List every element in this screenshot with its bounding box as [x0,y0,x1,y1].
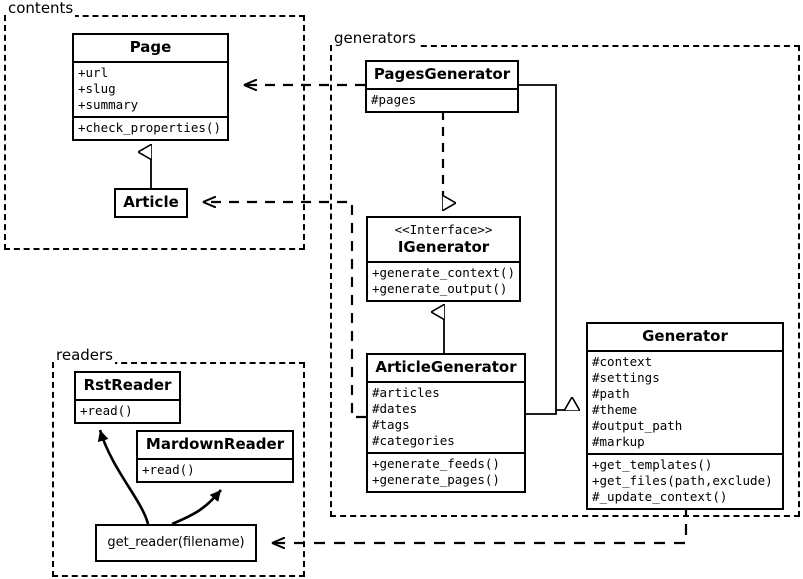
class-generator-attributes: #context #settings #path #theme #output_… [588,350,782,453]
attribute-row: #dates [372,401,418,416]
attribute-row: #path [592,386,630,401]
function-get-reader-label: get_reader(filename) [107,535,245,550]
attribute-row: #theme [592,402,638,417]
class-igenerator-title: <<Interface>> IGenerator [368,218,519,261]
function-get-reader[interactable]: get_reader(filename) [95,524,257,562]
class-pages-generator[interactable]: PagesGenerator #pages [365,60,519,113]
method-row: #_update_context() [592,489,728,504]
class-page-methods: +check_properties() [74,116,227,139]
class-pages-generator-title: PagesGenerator [373,65,511,83]
class-article-generator-attributes: #articles #dates #tags #categories [368,381,524,452]
package-readers [52,362,305,577]
class-article-generator-title: ArticleGenerator [375,358,517,376]
method-row: +read() [142,462,195,477]
attribute-row: #pages [371,92,417,107]
method-row: +generate_feeds() [372,456,500,471]
attribute-row: #settings [592,370,660,385]
class-mardown-reader-methods: +read() [138,458,292,481]
class-article[interactable]: Article [114,188,188,218]
package-contents-label: contents [6,0,76,17]
class-generator-title: Generator [642,327,728,345]
class-article-generator-methods: +generate_feeds() +generate_pages() [368,452,524,491]
class-article-generator[interactable]: ArticleGenerator #articles #dates #tags … [366,353,526,493]
method-row: +generate_context() [372,265,515,280]
method-row: +check_properties() [78,120,221,135]
attribute-row: #articles [372,385,440,400]
method-row: +read() [80,403,133,418]
method-row: +generate_output() [372,281,508,296]
attribute-row: #categories [372,433,455,448]
class-generator-methods: +get_templates() +get_files(path,exclude… [588,453,782,508]
package-readers-label: readers [54,346,115,364]
class-page[interactable]: Page +url +slug +summary +check_properti… [72,33,229,141]
class-mardown-reader-title: MardownReader [145,435,285,453]
attribute-row: +slug [78,81,116,96]
class-igenerator[interactable]: <<Interface>> IGenerator +generate_conte… [366,216,521,302]
attribute-row: #tags [372,417,410,432]
class-page-attributes: +url +slug +summary [74,61,227,116]
class-igenerator-stereotype: <<Interface>> [394,222,493,237]
class-igenerator-name: IGenerator [397,238,490,256]
class-mardown-reader[interactable]: MardownReader +read() [136,430,294,483]
attribute-row: #output_path [592,418,683,433]
package-contents [4,15,305,250]
attribute-row: +url [78,65,109,80]
class-rst-reader-methods: +read() [76,399,179,422]
method-row: +get_files(path,exclude) [592,473,773,488]
class-page-title: Page [129,38,172,56]
class-rst-reader-title: RstReader [83,376,172,394]
class-article-title: Article [123,193,179,211]
class-rst-reader[interactable]: RstReader +read() [74,371,181,424]
class-pages-generator-attributes: #pages [367,88,517,111]
class-generator[interactable]: Generator #context #settings #path #them… [586,322,784,510]
class-igenerator-methods: +generate_context() +generate_output() [368,261,519,300]
package-generators-label: generators [332,29,418,47]
attribute-row: #context [592,354,653,369]
attribute-row: #markup [592,434,645,449]
attribute-row: +summary [78,97,139,112]
method-row: +generate_pages() [372,472,500,487]
method-row: +get_templates() [592,457,713,472]
